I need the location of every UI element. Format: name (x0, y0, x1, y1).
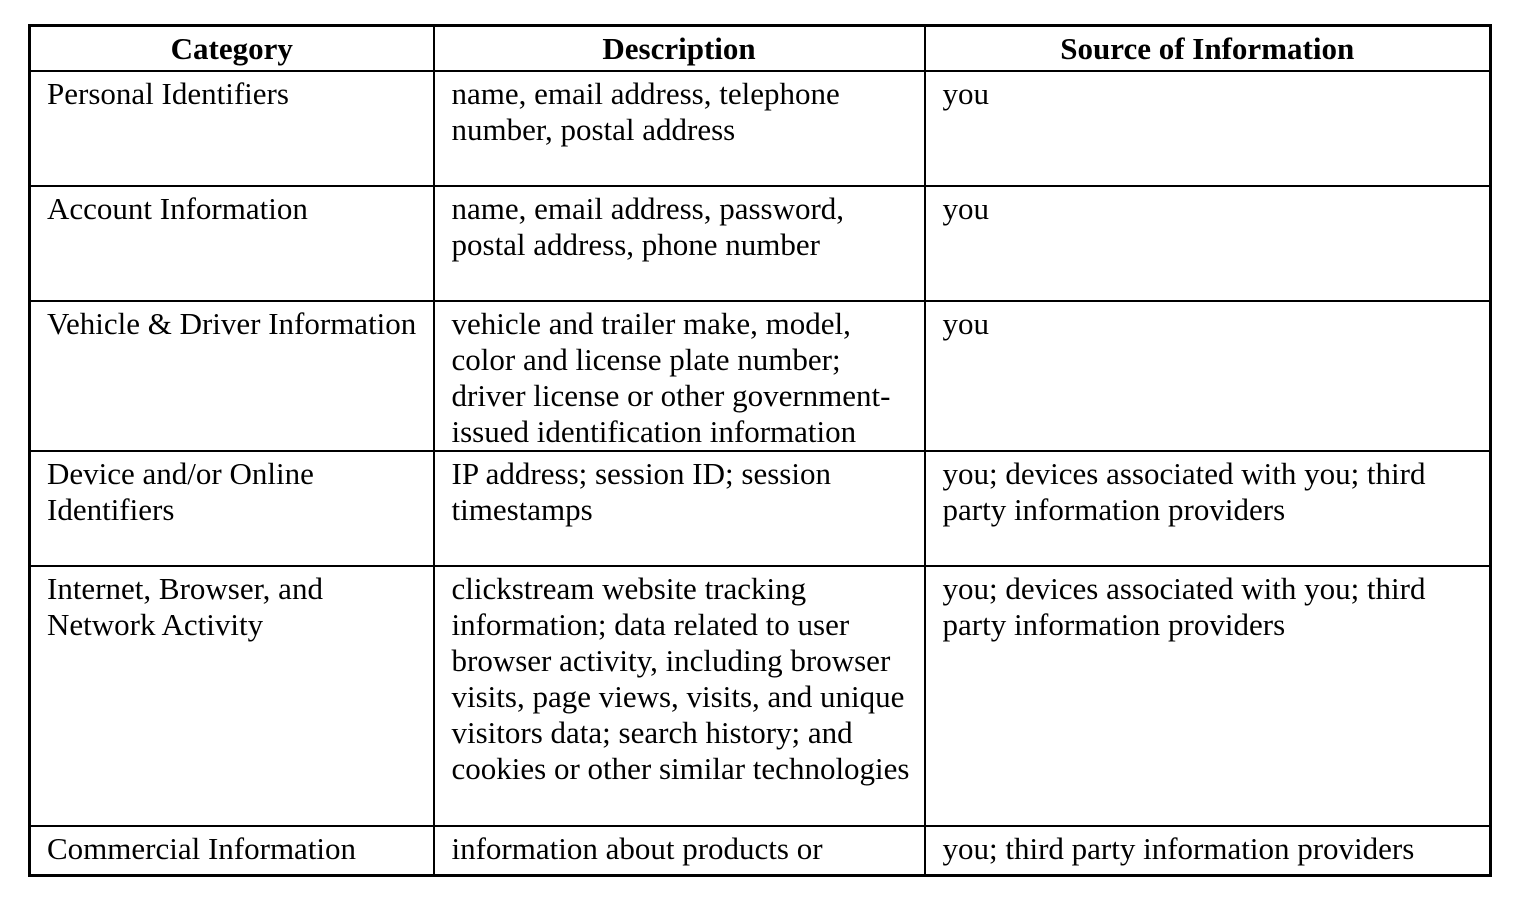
column-header-description: Description (432, 24, 926, 72)
table-row: Commercial Information information about… (28, 825, 1492, 876)
category-cell: Personal Identifiers (28, 70, 435, 187)
description-cell: name, email address, password, postal ad… (432, 185, 926, 302)
source-cell: you (923, 300, 1492, 452)
source-cell: you (923, 185, 1492, 302)
description-cell: information about products or (432, 825, 926, 876)
source-cell: you; devices associated with you; third … (923, 450, 1492, 567)
personal-information-table: Category Description Source of Informati… (28, 24, 1492, 877)
table-row: Internet, Browser, and Network Activity … (28, 565, 1492, 827)
description-cell: IP address; session ID; session timestam… (432, 450, 926, 567)
category-cell: Device and/or Online Identifiers (28, 450, 435, 567)
category-cell: Internet, Browser, and Network Activity (28, 565, 435, 827)
description-cell: clickstream website tracking information… (432, 565, 926, 827)
table-row: Vehicle & Driver Information vehicle and… (28, 300, 1492, 452)
table-header-row: Category Description Source of Informati… (28, 24, 1492, 72)
table-row: Account Information name, email address,… (28, 185, 1492, 302)
source-cell: you (923, 70, 1492, 187)
category-cell: Vehicle & Driver Information (28, 300, 435, 452)
source-cell: you; devices associated with you; third … (923, 565, 1492, 827)
table-row: Personal Identifiers name, email address… (28, 70, 1492, 187)
description-cell: vehicle and trailer make, model, color a… (432, 300, 926, 452)
category-cell: Commercial Information (28, 825, 435, 876)
description-cell: name, email address, telephone number, p… (432, 70, 926, 187)
source-cell: you; third party information providers (923, 825, 1492, 876)
category-cell: Account Information (28, 185, 435, 302)
table-row: Device and/or Online Identifiers IP addr… (28, 450, 1492, 567)
column-header-source: Source of Information (923, 24, 1492, 72)
column-header-category: Category (28, 24, 435, 72)
